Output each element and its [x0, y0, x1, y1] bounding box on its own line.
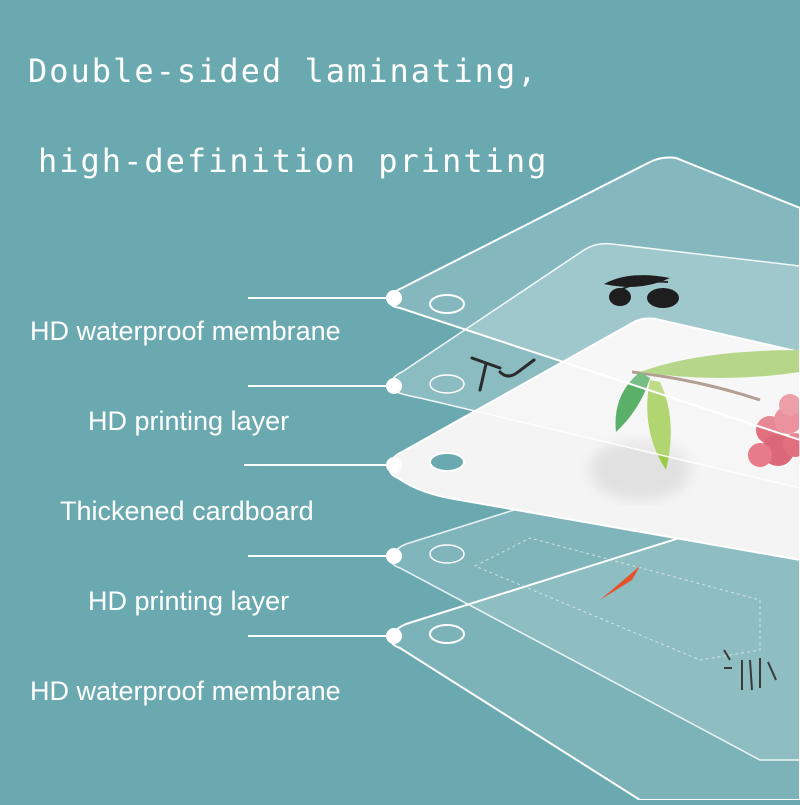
layer-label-bottom-printing: HD printing layer — [88, 586, 289, 617]
layer-label-bottom-membrane: HD waterproof membrane — [30, 676, 341, 707]
punch-hole-icon — [430, 453, 464, 471]
layer-label-cardboard: Thickened cardboard — [60, 496, 314, 527]
layer-label-top-membrane: HD waterproof membrane — [30, 316, 341, 347]
layer-label-top-printing: HD printing layer — [88, 406, 289, 437]
headline-line-2: high-definition printing — [38, 142, 548, 180]
headline-line-1: Double-sided laminating, — [28, 52, 538, 90]
